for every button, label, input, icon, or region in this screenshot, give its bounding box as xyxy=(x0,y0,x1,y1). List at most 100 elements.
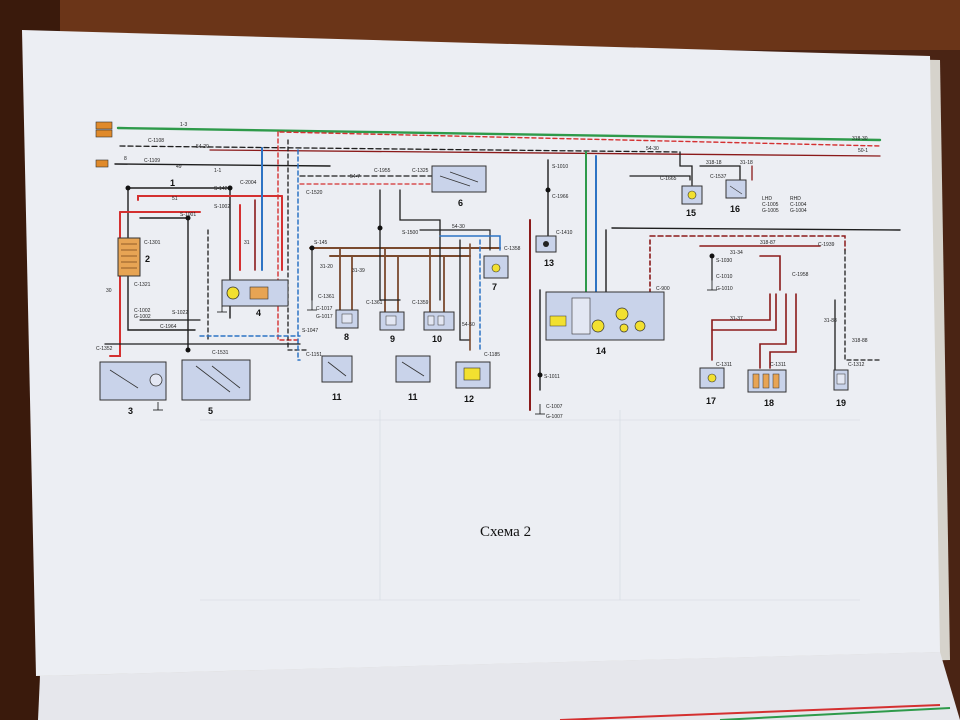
connector-label: C-1010 xyxy=(716,274,733,280)
wire-label: 318-87 xyxy=(760,240,776,246)
component-15 xyxy=(681,185,703,205)
component-3 xyxy=(99,361,167,401)
wire-label: 54-50 xyxy=(462,322,475,328)
component-10 xyxy=(423,311,455,331)
wire-label: 31-18 xyxy=(740,160,753,166)
component-number-11b: 11 xyxy=(408,392,418,402)
component-number-2: 2 xyxy=(145,254,150,264)
connector-label: C-1151 xyxy=(306,352,322,358)
wire-label: 30 xyxy=(106,288,112,294)
connector-label: C-1665 xyxy=(660,176,677,182)
component-number-7: 7 xyxy=(492,282,497,292)
component-number-10: 10 xyxy=(432,334,442,344)
component-13 xyxy=(535,235,557,253)
wire-label: 31-88 xyxy=(824,318,837,324)
wire-black-7 xyxy=(419,229,491,251)
wire-black-dashed-top xyxy=(119,145,681,153)
connector-label: S-142 xyxy=(214,186,228,192)
note-lhd: LHD xyxy=(762,196,772,202)
wire-label: 50-1 xyxy=(858,148,868,154)
wires xyxy=(104,126,901,411)
connector-label: C-1958 xyxy=(792,272,809,278)
connector-label: C-900 xyxy=(656,286,670,292)
component-number-18: 18 xyxy=(764,398,774,408)
wire-red-51 xyxy=(137,195,283,201)
wire-label: 54-7 xyxy=(350,174,360,180)
wire-label: 54-20 xyxy=(196,144,209,150)
wire-red-dashed-top xyxy=(279,131,881,147)
component-number-11a: 11 xyxy=(332,392,342,402)
wire-green-top xyxy=(116,126,882,142)
wire-label: 318-30 xyxy=(852,136,868,142)
component-18 xyxy=(747,369,787,393)
wire-blue-dashed-trunk xyxy=(297,149,301,361)
wire-black-19 xyxy=(844,249,881,361)
connector-label: C-1017 xyxy=(316,306,333,312)
lower-page-green-line xyxy=(719,707,951,720)
note-g1004: G-1004 xyxy=(790,208,807,214)
component-2 xyxy=(117,237,141,277)
component-number-12: 12 xyxy=(464,394,474,404)
connector-label: S-1047 xyxy=(302,328,318,334)
note-c1004: C-1004 xyxy=(790,202,807,208)
wire-black-1109 xyxy=(114,163,331,167)
connector-label: C-1537 xyxy=(710,174,727,180)
connector-label-group: C-1108 C-1109 S-142 C-2004 S-1002 S-1001… xyxy=(96,138,865,420)
connector-label: C-1966 xyxy=(552,194,569,200)
wire-label: 31-37 xyxy=(730,316,743,322)
wire-black-12 xyxy=(459,239,471,341)
connector-label: C-1109 xyxy=(144,158,160,164)
connector-label: C-1939 xyxy=(818,242,835,248)
component-19 xyxy=(833,369,849,391)
wire-label: 1-1 xyxy=(214,168,221,174)
component-4 xyxy=(221,279,289,307)
wire-black-15 xyxy=(629,175,691,181)
component-11a xyxy=(321,355,353,383)
connector-label: C-1964 xyxy=(160,324,177,330)
wire-darkred-18b xyxy=(769,293,797,369)
wire-label: 31-34 xyxy=(730,250,743,256)
component-number-5: 5 xyxy=(208,406,213,416)
wire-black-14b xyxy=(611,227,901,231)
connector-label: C-1321 xyxy=(134,282,151,288)
component-number-6: 6 xyxy=(458,198,463,208)
component-number-9: 9 xyxy=(390,334,395,344)
connector-label: C-1325 xyxy=(412,168,429,174)
connector-label: S-1030 xyxy=(716,258,732,264)
connector-label: C-1108 xyxy=(148,138,164,144)
wire-label: 51 xyxy=(172,196,178,202)
connector-label: G-1010 xyxy=(716,286,733,292)
component-number-1: 1 xyxy=(170,178,175,188)
wire-darkred-17b xyxy=(711,293,777,331)
faint-grid xyxy=(200,410,860,601)
wire-darkred-318-88 xyxy=(649,235,846,251)
connector-label: C-1352 xyxy=(96,346,113,352)
component-8 xyxy=(335,309,359,329)
connector-label: C-1531 xyxy=(212,350,229,356)
notes-group: LHD RHD C-1005 C-1004 G-1005 G-1004 xyxy=(762,196,807,214)
wire-darkred-31-34 xyxy=(759,255,781,291)
connector-label: C-1361 xyxy=(318,294,335,300)
connector-label: S-1500 xyxy=(402,230,418,236)
wire-label: 54-30 xyxy=(646,146,659,152)
connector-label: S-1002 xyxy=(214,204,230,210)
connector-label: C-1361 xyxy=(366,300,383,306)
connector-label: C-1520 xyxy=(306,190,323,196)
connector-label: G-1017 xyxy=(316,314,333,320)
wire-label: 31-20 xyxy=(320,264,333,270)
component-16 xyxy=(725,179,747,199)
wire-label: 49 xyxy=(176,164,182,170)
lower-page xyxy=(38,652,960,720)
wire-darkred-top xyxy=(209,149,881,157)
connector-label: C-1311 xyxy=(716,362,732,368)
ground-symbols xyxy=(153,280,717,415)
component-12 xyxy=(455,361,491,389)
component-7 xyxy=(483,255,509,279)
component-number-13: 13 xyxy=(544,258,554,268)
wire-black-15b xyxy=(679,151,693,186)
wire-label: 318-88 xyxy=(852,338,868,344)
wire-label: 54-30 xyxy=(452,224,465,230)
wire-black-1964 xyxy=(127,257,196,331)
wire-darkred-18 xyxy=(759,293,787,369)
connector-label: S-1011 xyxy=(544,374,560,380)
